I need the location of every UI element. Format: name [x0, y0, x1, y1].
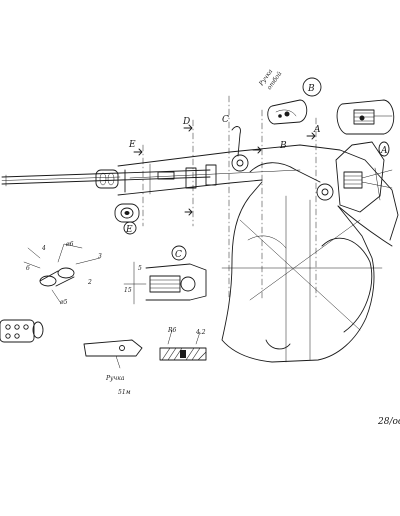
- dim-4: 4: [41, 245, 46, 252]
- upper-housing: [117, 126, 399, 241]
- dim-s6: 6: [26, 265, 30, 272]
- note-part-1: Ручка: [105, 375, 125, 382]
- dim-s3: 3: [98, 253, 102, 260]
- dim-r6-small: R6: [167, 327, 177, 334]
- section-marker-a: A: [313, 125, 321, 135]
- blade-part: Ручка 51м: [83, 339, 143, 396]
- pistol-grip: [221, 181, 393, 363]
- section-marker-b: B: [279, 141, 287, 151]
- section-marker-c: C: [222, 115, 229, 125]
- note-part-2: 51м: [118, 389, 131, 396]
- detail-a: A: [336, 99, 395, 157]
- detail-b: Ручка отбой B: [257, 68, 322, 125]
- dim-r2: 2: [87, 279, 92, 286]
- dim-d6: ø6: [65, 241, 74, 248]
- dim-15: 15: [124, 287, 132, 294]
- section-lines: E D C B A: [128, 95, 321, 301]
- detail-c: C 15 5: [123, 245, 207, 305]
- dim-d5: ø5: [59, 299, 68, 306]
- section-marker-d: D: [182, 117, 190, 127]
- instrument-shaft: [1, 169, 211, 189]
- detail-callout-c: C: [175, 250, 182, 260]
- detail-callout-e: E: [125, 225, 133, 235]
- dimensioned-pin-part: ø6 3 6 2 ø5 4: [23, 241, 102, 306]
- detail-callout-b: B: [307, 84, 315, 94]
- hatched-section: R6 4.2: [159, 327, 207, 361]
- left-block-part: [0, 319, 44, 343]
- dim-4-2: 4.2: [195, 329, 206, 336]
- detail-callout-a: A: [380, 146, 388, 156]
- section-marker-e: E: [128, 140, 136, 150]
- detail-e: E: [114, 203, 140, 235]
- dim-5: 5: [138, 265, 142, 272]
- corner-mark: 28/ос: [377, 417, 400, 427]
